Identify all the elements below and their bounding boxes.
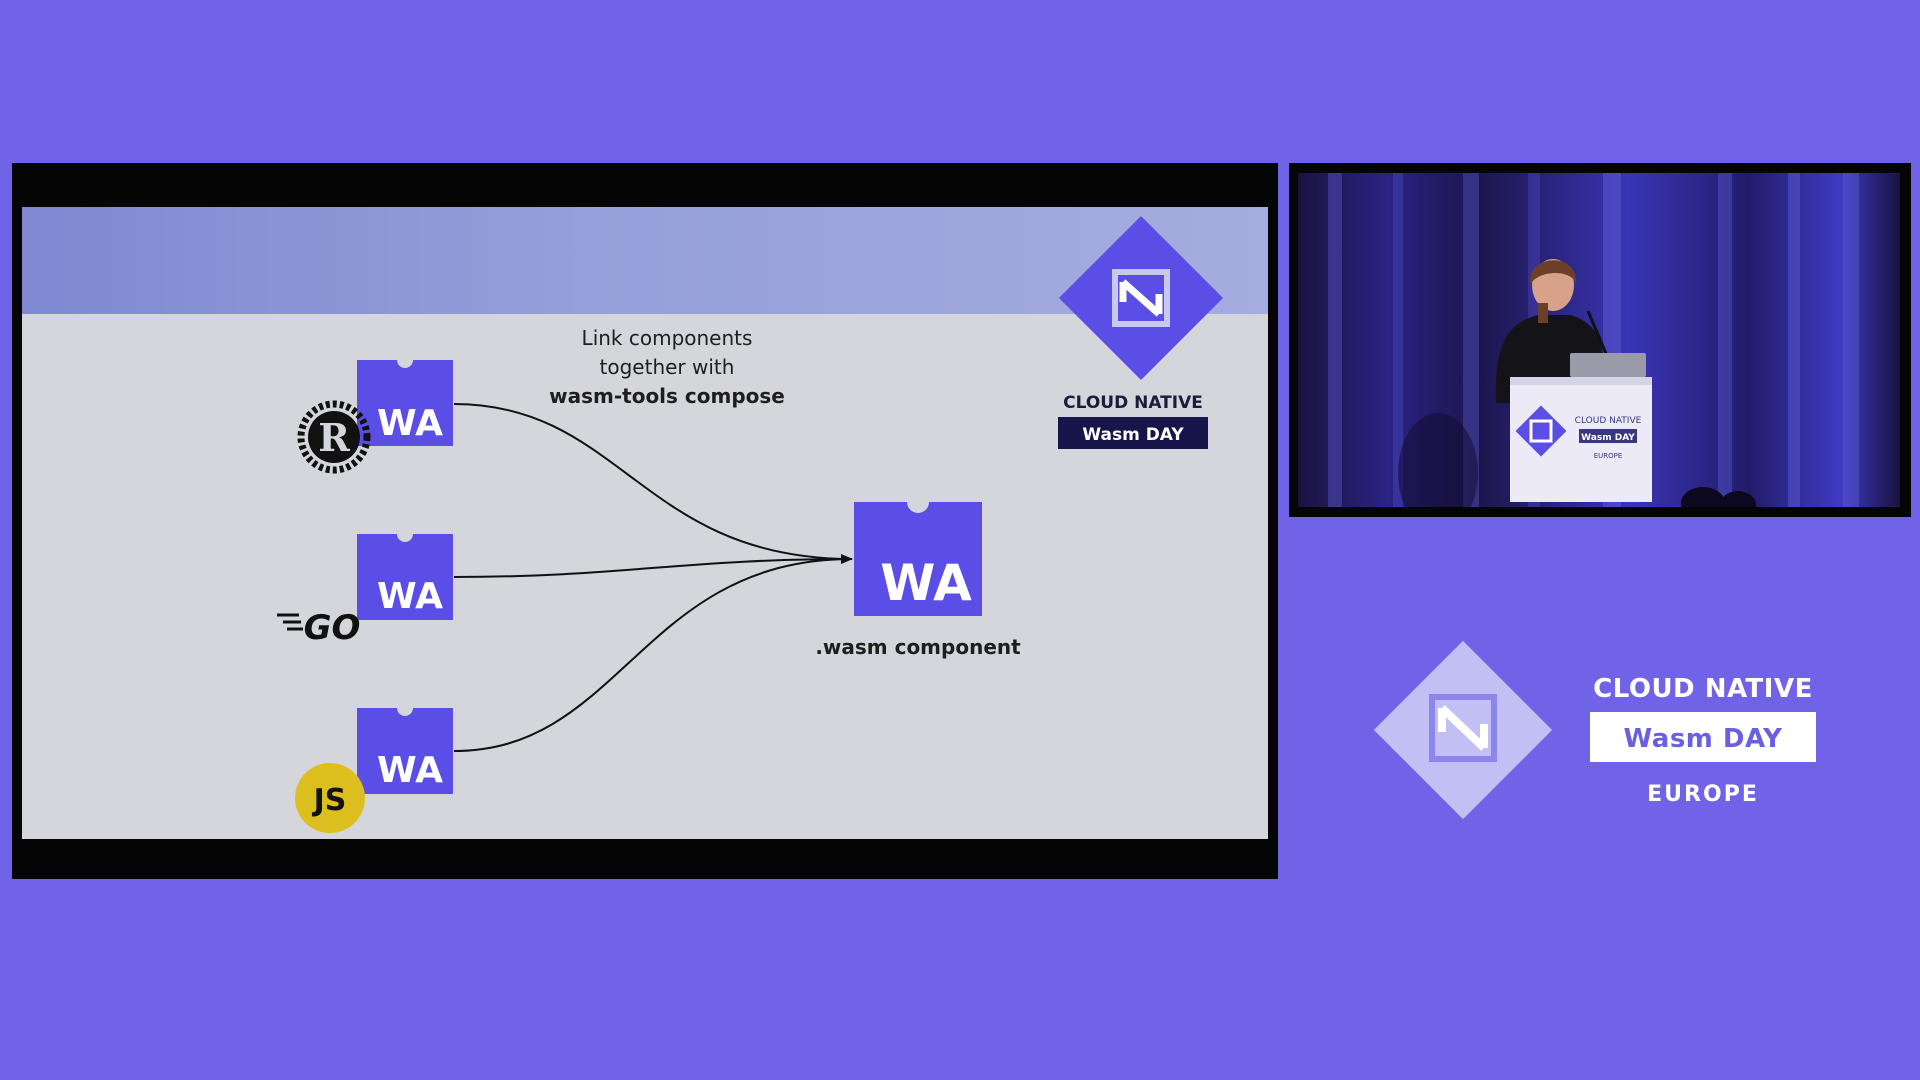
audience-head [1720,491,1756,507]
caption-line-2: together with [600,355,735,379]
brand-region: EUROPE [1647,782,1759,807]
wasm-module-label: WA [377,576,443,617]
event-branding: CLOUD NATIVE Wasm DAY EUROPE [1373,640,1816,820]
slide-logo-title: CLOUD NATIVE [1063,393,1203,413]
wasm-component-target: WA [854,491,982,616]
caption-tool-name: wasm-tools compose [549,384,785,408]
js-logo-text: JS [312,783,347,818]
connector-rust-to-component [453,403,853,560]
podium-logo-subtitle: Wasm DAY [1581,433,1635,443]
connector-js-to-component [453,554,853,752]
javascript-logo-icon: JS [295,763,365,833]
go-logo-text: GO [304,608,361,648]
brand-subtitle: Wasm DAY [1624,724,1784,754]
slide-logo-badge [1058,417,1208,449]
wasm-module-rust: WA [357,352,453,446]
speaker-video[interactable]: CLOUD NATIVE Wasm DAY EUROPE [1298,173,1900,507]
rust-logo-icon: R [297,400,371,474]
podium-logo-title: CLOUD NATIVE [1575,416,1642,426]
presentation-slide: Link components together with wasm-tools… [22,207,1268,839]
speaker-stage-scene: CLOUD NATIVE Wasm DAY EUROPE [1328,173,1859,507]
podium-logo-region: EUROPE [1594,452,1623,460]
wasm-module-go: WA [357,526,453,620]
laptop [1570,353,1646,377]
slide-header-band [22,207,1268,314]
wasm-component-caption: .wasm component [815,635,1021,659]
wasm-component-label: WA [880,554,972,612]
wasm-module-label: WA [377,403,443,444]
wasm-module-js: WA [357,700,453,794]
brand-badge [1590,712,1816,762]
slide-logo-subtitle: Wasm DAY [1082,425,1184,445]
speaker-shadow [1398,413,1478,507]
cloud-native-wasm-day-logo-icon [1373,640,1553,820]
brand-title: CLOUD NATIVE [1593,674,1813,704]
wasm-compose-diagram: Link components together with wasm-tools… [277,215,1224,833]
cloud-native-wasm-day-logo-icon [1058,215,1224,381]
caption-line-1: Link components [582,326,753,350]
svg-text:R: R [318,415,350,460]
wasm-module-label: WA [377,750,443,791]
podium: CLOUD NATIVE Wasm DAY EUROPE [1510,377,1652,502]
connector-go-to-component [453,558,853,578]
go-logo-icon: GO [277,608,360,648]
audience-head [1681,487,1725,507]
